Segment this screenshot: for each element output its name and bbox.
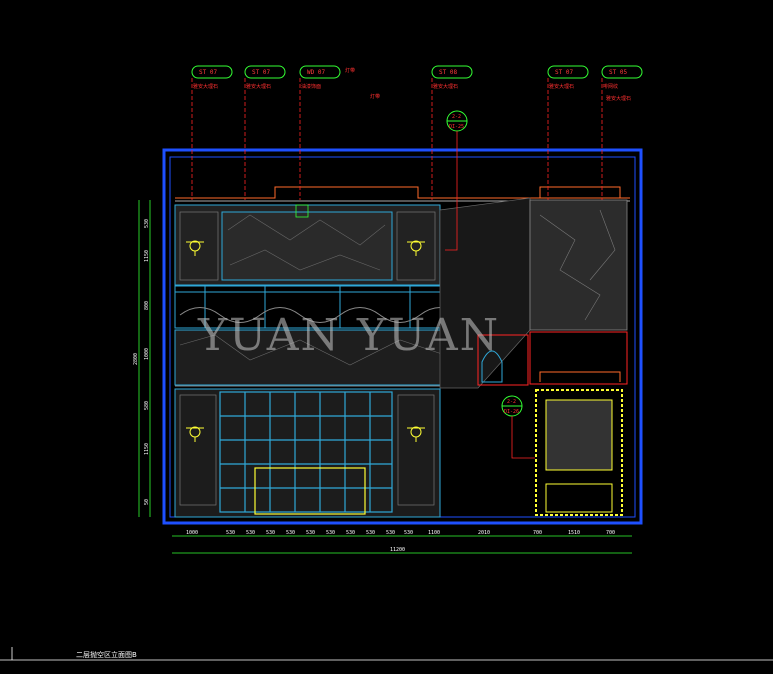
extra-note: 灯带 (370, 93, 380, 100)
section-marker: 2-2 DI-25 (445, 110, 468, 251)
svg-text:雅安大理石: 雅安大理石 (246, 83, 271, 90)
dimension-label: 530 (286, 530, 295, 536)
svg-text:50: 50 (144, 499, 150, 505)
console-table (254, 467, 366, 515)
svg-text:ST 05: ST 05 (609, 69, 627, 76)
dimension-label: 2010 (478, 530, 490, 536)
svg-text:WD 07: WD 07 (307, 69, 325, 76)
dimension-label: 530 (326, 530, 335, 536)
svg-text:DI-26: DI-26 (504, 409, 519, 415)
svg-text:ST 08: ST 08 (439, 69, 457, 76)
svg-text:580: 580 (144, 401, 150, 410)
dimension-label: 700 (606, 530, 615, 536)
lower-wall (174, 388, 441, 518)
svg-text:ST 07: ST 07 (252, 69, 270, 76)
material-tag: ST 07 雅安大理石 (244, 65, 286, 200)
right-marble-wall (439, 197, 628, 389)
ceiling-cornice (175, 186, 630, 202)
svg-text:2-2: 2-2 (507, 399, 516, 405)
shelving-grid (219, 391, 393, 513)
sconce-icon (186, 426, 204, 442)
sconce-icon (186, 240, 204, 256)
dimension-label: 530 (246, 530, 255, 536)
middle-wall-panel (174, 329, 476, 387)
svg-text:1000: 1000 (144, 348, 150, 360)
svg-text:油漆饰面: 油漆饰面 (301, 83, 321, 90)
dimension-label: 530 (386, 530, 395, 536)
svg-text:DI-25: DI-25 (449, 124, 464, 130)
svg-text:2-2: 2-2 (452, 114, 461, 120)
material-tag: WD 07 油漆饰面 (299, 65, 341, 200)
dimension-label: 1000 (186, 530, 198, 536)
left-dimension-chain: 530 1150 800 1000 580 1150 50 2800 (133, 200, 151, 517)
dimension-label: 530 (366, 530, 375, 536)
svg-text:530: 530 (144, 219, 150, 228)
svg-text:1150: 1150 (144, 250, 150, 262)
dimension-label: 530 (266, 530, 275, 536)
material-tag: ST 08 雅安大理石 (431, 65, 473, 200)
wall-sconces (186, 240, 425, 442)
material-tags: ST 07 雅安大理石 ST 07 雅安大理石 WD 07 油漆饰面 ST 08… (191, 65, 643, 200)
extra-note: 灯带 (345, 67, 355, 74)
upper-wall-panel (174, 204, 441, 286)
material-tag: ST 07 雅安大理石 (547, 65, 589, 200)
material-tag: ST 05 啡网纹 (601, 65, 643, 200)
svg-text:2800: 2800 (133, 353, 139, 365)
drawing-title: 二层抛空区立面图B (76, 650, 137, 659)
watermark: YUAN YUAN (197, 310, 500, 361)
section-markers: 2-2 DI-25 2-2 DI-26 (445, 110, 535, 459)
bottom-dimension-chain: 1000 530 530 530 530 530 530 530 530 530… (172, 530, 632, 554)
dimension-label: 530 (226, 530, 235, 536)
title-bar: 二层抛空区立面图B (0, 647, 773, 661)
dimension-label: 1100 (428, 530, 440, 536)
svg-text:800: 800 (144, 301, 150, 310)
overall-dimension: 11200 (390, 547, 405, 553)
outer-frame (162, 148, 643, 525)
sconce-icon (407, 426, 425, 442)
extra-note: 雅安大理石 (606, 95, 631, 102)
svg-text:雅安大理石: 雅安大理石 (433, 83, 458, 90)
svg-text:啡网纹: 啡网纹 (603, 83, 618, 90)
section-marker: 2-2 DI-26 (501, 395, 535, 459)
svg-text:ST 07: ST 07 (199, 69, 217, 76)
svg-text:雅安大理石: 雅安大理石 (549, 83, 574, 90)
sconce-icon (407, 240, 425, 256)
dimension-label: 530 (404, 530, 413, 536)
svg-text:1150: 1150 (144, 443, 150, 455)
dimension-label: 700 (533, 530, 542, 536)
dimension-label: 530 (346, 530, 355, 536)
dimension-label: 1510 (568, 530, 580, 536)
svg-text:ST 07: ST 07 (555, 69, 573, 76)
material-tag: ST 07 雅安大理石 (191, 65, 233, 200)
right-framed-panel (535, 371, 623, 516)
dimension-label: 530 (306, 530, 315, 536)
svg-text:雅安大理石: 雅安大理石 (193, 83, 218, 90)
